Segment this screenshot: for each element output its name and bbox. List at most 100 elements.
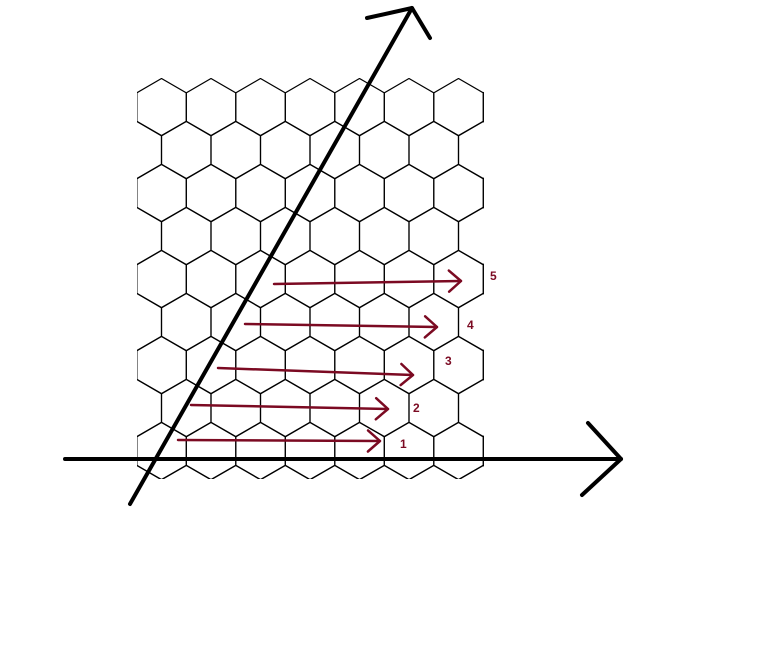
- hex-cell: [482, 91, 484, 123]
- row-label-5: 5: [490, 269, 497, 283]
- hex-cell: [383, 78, 435, 137]
- hex-cell: [235, 163, 286, 223]
- hex-cell: [383, 249, 435, 309]
- hex-cell: [433, 163, 484, 223]
- row-label-1: 1: [400, 437, 407, 451]
- hex-cell: [161, 464, 211, 479]
- hex-cell: [137, 163, 187, 223]
- hex-cell: [309, 206, 361, 266]
- hex-cell: [458, 464, 484, 479]
- hex-cell: [160, 292, 212, 352]
- hex-cell: [409, 464, 459, 479]
- hex-cell: [284, 335, 336, 395]
- hex-cell: [408, 292, 460, 352]
- hex-cell: [284, 78, 336, 137]
- hex-cell: [137, 378, 163, 438]
- hex-cell: [457, 292, 484, 352]
- hex-cell: [210, 378, 262, 438]
- row-arrows: [176, 269, 463, 453]
- hex-cell: [508, 208, 558, 265]
- hex-cell: [434, 509, 484, 566]
- hex-cell: [137, 436, 138, 466]
- hex-cell: [137, 292, 163, 352]
- hex-cell: [137, 206, 163, 266]
- hex-cell: [260, 464, 310, 479]
- hex-cell: [284, 163, 336, 223]
- hex-cell: [137, 509, 187, 566]
- hex-cell: [334, 249, 385, 309]
- hex-cell: [185, 421, 237, 479]
- hex-cell: [359, 464, 409, 479]
- hex-cell: [185, 78, 237, 137]
- hex-cell: [457, 206, 484, 266]
- hex-cell: [457, 378, 484, 438]
- row-label-4: 4: [467, 318, 474, 332]
- hex-cell: [259, 120, 311, 180]
- hex-cell: [137, 78, 187, 137]
- hex-cell: [186, 509, 236, 566]
- hex-cell: [284, 421, 336, 479]
- hex-cell: [235, 335, 286, 395]
- hex-cell: [285, 509, 335, 566]
- hex-cell: [334, 421, 385, 479]
- hex-cell: [358, 206, 410, 266]
- hex-cell: [137, 249, 187, 309]
- hex-cell: [482, 349, 484, 381]
- hex-cell: [160, 206, 212, 266]
- hex-cell: [284, 249, 336, 309]
- hex-cell: [137, 264, 138, 294]
- hex-cell: [508, 466, 558, 523]
- hex-cell: [383, 163, 435, 223]
- hex-cell: [433, 335, 484, 395]
- hex-cell: [482, 435, 484, 467]
- hex-cell: [185, 163, 237, 223]
- hex-cell: [335, 509, 385, 566]
- row-arrow-1: [176, 429, 382, 453]
- hex-cell: [457, 120, 484, 180]
- hex-cell: [137, 178, 138, 208]
- row-arrow-5: [272, 269, 463, 293]
- hex-cell: [309, 292, 361, 352]
- oblique-axis: [128, 6, 432, 506]
- hex-cell: [482, 263, 484, 295]
- row-arrow-2: [189, 396, 390, 421]
- hex-cell: [137, 335, 187, 395]
- hex-cell: [87, 509, 137, 566]
- hex-cell: [358, 292, 410, 352]
- hex-cell: [236, 509, 285, 566]
- hex-cell: [433, 421, 484, 479]
- row-arrow-3: [216, 362, 415, 387]
- hex-cell: [383, 421, 435, 479]
- axes-group: [63, 6, 623, 506]
- hex-cell: [408, 120, 460, 180]
- hex-cell: [210, 120, 262, 180]
- hex-cell: [433, 78, 484, 137]
- row-arrow-4: [243, 315, 439, 339]
- hex-cell: [358, 120, 410, 180]
- row-label-2: 2: [413, 401, 420, 415]
- hex-cell: [483, 509, 533, 566]
- horizontal-axis: [63, 421, 623, 497]
- row-label-3: 3: [445, 354, 452, 368]
- hex-cell: [259, 206, 311, 266]
- hex-cell: [160, 120, 212, 180]
- hex-cell: [508, 294, 558, 351]
- hex-cell: [383, 335, 435, 395]
- hex-cell: [137, 92, 138, 122]
- hex-cell: [334, 335, 385, 395]
- hex-cell: [210, 206, 262, 266]
- hex-cell: [235, 421, 286, 479]
- row-labels: 1 2 3 4 5: [400, 269, 497, 451]
- hex-cell: [482, 177, 484, 209]
- hex-cell: [137, 120, 163, 180]
- hex-cell: [384, 509, 434, 566]
- hex-cell: [310, 464, 360, 479]
- hex-cell: [508, 122, 558, 179]
- hex-cell: [309, 120, 361, 180]
- hex-cell: [235, 249, 286, 309]
- hexagon-grid: [87, 78, 558, 566]
- hex-cell: [334, 163, 385, 223]
- hex-cell: [211, 464, 261, 479]
- hex-cell: [137, 350, 138, 380]
